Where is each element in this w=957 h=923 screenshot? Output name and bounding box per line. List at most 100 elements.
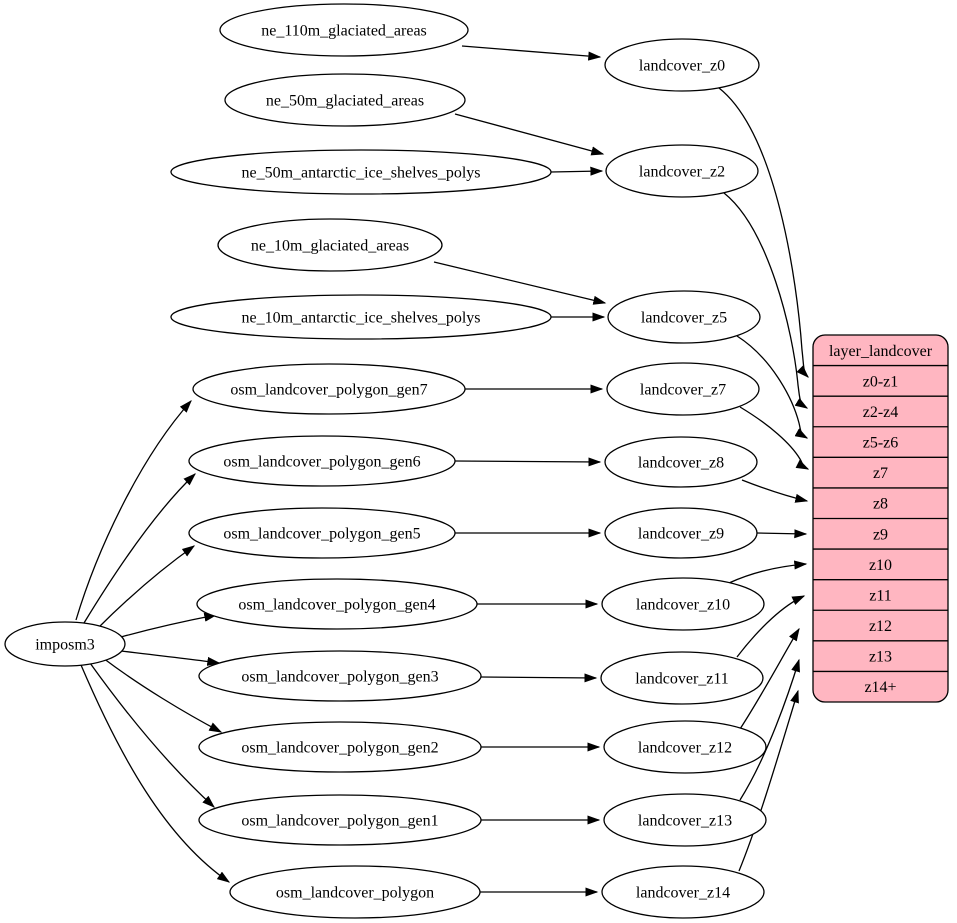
table-row-z14+: z14+ [864, 679, 896, 696]
edges-layer [75, 45, 810, 897]
nodes-layer: imposm3 ne_110m_glaciated_areas ne_50m_gla… [4, 3, 767, 919]
table-row-z5-z6: z5-z6 [863, 435, 899, 452]
node-imposm3: imposm3 [4, 621, 126, 667]
node-ne_50m_antarctic_ice_shelves_polys: ne_50m_antarctic_ice_shelves_polys [170, 149, 552, 195]
node-label-osm_landcover_polygon: osm_landcover_polygon [276, 885, 434, 902]
node-landcover_z13: landcover_z13 [603, 793, 767, 847]
edge-landcover_z13-to-layer_landcover-z13 [739, 658, 800, 801]
node-ellipse-ne_10m_antarctic_ice_shelves_polys [170, 294, 552, 340]
edge-ne_50m_glaciated_areas-to-landcover_z2 [454, 113, 605, 156]
node-label-landcover_z2: landcover_z2 [639, 164, 725, 181]
table-layer_landcover: layer_landcoverz0-z1z2-z4z5-z6z7z8z9z10z… [812, 334, 949, 703]
node-landcover_z14: landcover_z14 [601, 865, 765, 919]
node-landcover_z8: landcover_z8 [604, 436, 758, 488]
node-osm_landcover_polygon_gen2: osm_landcover_polygon_gen2 [198, 721, 482, 773]
node-ellipse-osm_landcover_polygon_gen5 [188, 507, 456, 559]
edge-landcover_z11-to-layer_landcover-z11 [736, 595, 806, 658]
edge-osm_landcover_polygon_gen3-to-landcover_z11 [480, 673, 598, 683]
edge-landcover_z8-to-layer_landcover-z8 [741, 479, 809, 503]
edge-ne_10m_glaciated_areas-to-landcover_z5 [433, 261, 607, 305]
node-osm_landcover_polygon_gen4: osm_landcover_polygon_gen4 [196, 578, 478, 630]
node-label-landcover_z13: landcover_z13 [638, 813, 732, 830]
edge-imposm3-to-osm_landcover_polygon_gen7 [75, 400, 192, 621]
table-row-z2-z4: z2-z4 [863, 404, 899, 421]
node-ne_10m_glaciated_areas: ne_10m_glaciated_areas [217, 218, 443, 272]
table-row-z13: z13 [869, 649, 892, 666]
node-ellipse-landcover_z13 [603, 793, 767, 847]
node-osm_landcover_polygon: osm_landcover_polygon [229, 865, 481, 919]
edge-imposm3-to-osm_landcover_polygon_gen5 [96, 545, 196, 630]
node-label-osm_landcover_polygon_gen4: osm_landcover_polygon_gen4 [238, 597, 435, 614]
node-label-landcover_z12: landcover_z12 [638, 740, 732, 757]
edge-landcover_z10-to-layer_landcover-z10 [728, 560, 808, 584]
node-ellipse-landcover_z9 [604, 507, 758, 559]
node-landcover_z12: landcover_z12 [603, 720, 767, 774]
table-row-z0-z1: z0-z1 [863, 373, 899, 390]
node-ne_110m_glaciated_areas: ne_110m_glaciated_areas [219, 3, 469, 57]
node-ellipse-ne_110m_glaciated_areas [219, 3, 469, 57]
node-label-landcover_z14: landcover_z14 [636, 885, 730, 902]
node-ellipse-ne_50m_antarctic_ice_shelves_polys [170, 149, 552, 195]
edge-imposm3-to-osm_landcover_polygon_gen4 [120, 612, 218, 638]
edge-landcover_z12-to-layer_landcover-z12 [739, 627, 800, 730]
node-ellipse-landcover_z5 [607, 290, 761, 344]
node-osm_landcover_polygon_gen6: osm_landcover_polygon_gen6 [188, 435, 456, 487]
node-label-ne_50m_antarctic_ice_shelves_polys: ne_50m_antarctic_ice_shelves_polys [241, 165, 480, 182]
edge-imposm3-to-osm_landcover_polygon_gen1 [89, 662, 215, 808]
node-ellipse-osm_landcover_polygon_gen4 [196, 578, 478, 630]
node-landcover_z7: landcover_z7 [606, 362, 760, 416]
node-landcover_z5: landcover_z5 [607, 290, 761, 344]
node-osm_landcover_polygon_gen3: osm_landcover_polygon_gen3 [198, 650, 482, 702]
node-label-osm_landcover_polygon_gen2: osm_landcover_polygon_gen2 [241, 740, 438, 757]
node-ellipse-imposm3 [4, 621, 126, 667]
node-ellipse-landcover_z7 [606, 362, 760, 416]
node-ellipse-landcover_z0 [604, 38, 760, 92]
table-row-z7: z7 [873, 465, 888, 482]
node-label-osm_landcover_polygon_gen1: osm_landcover_polygon_gen1 [241, 813, 438, 830]
node-ne_10m_antarctic_ice_shelves_polys: ne_10m_antarctic_ice_shelves_polys [170, 294, 552, 340]
node-label-landcover_z5: landcover_z5 [641, 310, 727, 327]
node-label-landcover_z7: landcover_z7 [640, 382, 726, 399]
node-ellipse-landcover_z10 [601, 577, 765, 631]
node-ellipse-osm_landcover_polygon_gen2 [198, 721, 482, 773]
node-osm_landcover_polygon_gen7: osm_landcover_polygon_gen7 [192, 363, 466, 415]
node-label-landcover_z11: landcover_z11 [635, 671, 729, 688]
table-row-z11: z11 [869, 587, 892, 604]
edge-landcover_z9-to-layer_landcover-z9 [756, 529, 808, 539]
table-title-layer_landcover: layer_landcover [829, 343, 933, 360]
edge-landcover_z2-to-layer_landcover-z2-z4 [723, 192, 809, 409]
node-label-osm_landcover_polygon_gen7: osm_landcover_polygon_gen7 [230, 382, 427, 399]
node-label-landcover_z9: landcover_z9 [638, 526, 724, 543]
edge-landcover_z5-to-layer_landcover-z5-z6 [736, 335, 809, 439]
node-label-osm_landcover_polygon_gen3: osm_landcover_polygon_gen3 [241, 669, 438, 686]
edge-ne_110m_glaciated_areas-to-landcover_z0 [461, 45, 602, 61]
node-ne_50m_glaciated_areas: ne_50m_glaciated_areas [224, 73, 466, 127]
node-ellipse-ne_50m_glaciated_areas [224, 73, 466, 127]
node-landcover_z9: landcover_z9 [604, 507, 758, 559]
node-ellipse-osm_landcover_polygon_gen6 [188, 435, 456, 487]
edge-imposm3-to-osm_landcover_polygon_gen3 [120, 650, 221, 666]
edge-osm_landcover_polygon_gen6-to-landcover_z8 [454, 457, 602, 467]
node-label-osm_landcover_polygon_gen5: osm_landcover_polygon_gen5 [223, 526, 420, 543]
node-label-osm_landcover_polygon_gen6: osm_landcover_polygon_gen6 [223, 454, 420, 471]
edge-imposm3-to-osm_landcover_polygon [80, 664, 231, 883]
node-label-ne_50m_glaciated_areas: ne_50m_glaciated_areas [266, 93, 424, 110]
node-ellipse-landcover_z2 [605, 144, 759, 198]
node-label-imposm3: imposm3 [35, 637, 95, 654]
node-landcover_z11: landcover_z11 [600, 651, 764, 705]
node-ellipse-osm_landcover_polygon_gen7 [192, 363, 466, 415]
edge-landcover_z0-to-layer_landcover-z0-z1 [718, 87, 809, 378]
table-row-z10: z10 [869, 557, 892, 574]
node-label-landcover_z10: landcover_z10 [636, 597, 730, 614]
node-landcover_z10: landcover_z10 [601, 577, 765, 631]
node-ellipse-osm_landcover_polygon [229, 865, 481, 919]
edge-imposm3-to-osm_landcover_polygon_gen2 [102, 657, 223, 733]
node-label-landcover_z0: landcover_z0 [639, 58, 725, 75]
node-ellipse-landcover_z12 [603, 720, 767, 774]
node-label-ne_10m_antarctic_ice_shelves_polys: ne_10m_antarctic_ice_shelves_polys [241, 310, 480, 327]
edge-landcover_z7-to-layer_landcover-z7 [739, 406, 810, 470]
table-row-z12: z12 [869, 618, 892, 635]
node-ellipse-osm_landcover_polygon_gen1 [198, 794, 482, 846]
